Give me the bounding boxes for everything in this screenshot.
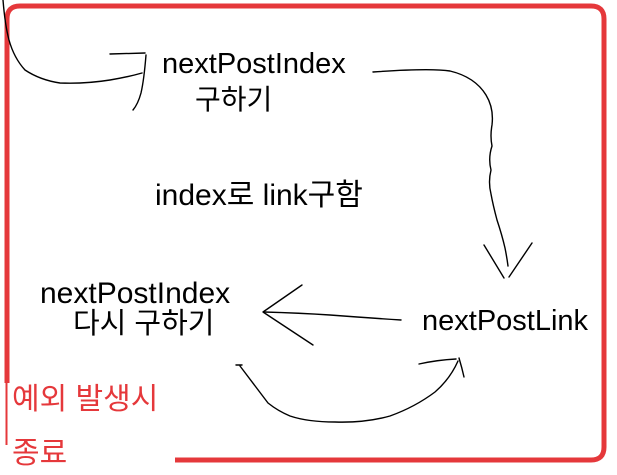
red-border-frame — [4, 3, 607, 463]
exception-note-line2: 종료 — [12, 437, 68, 470]
exception-note-line1: 예외 발생시 — [12, 383, 159, 416]
loop-back-curve — [235, 360, 459, 423]
node-get-link-label: index로 link구함 — [155, 179, 363, 212]
node-get-index-line1: nextPostIndex — [162, 48, 346, 80]
loop-back-arrowhead — [418, 357, 465, 378]
node-retry-index-line1: nextPostIndex — [40, 277, 231, 310]
get-link-flow-curve — [372, 69, 509, 267]
get-link-flow-arrowhead — [483, 242, 533, 279]
entry-arrow-curve — [2, 0, 143, 84]
node-get-index-line2: 구하기 — [195, 84, 273, 115]
retry-flow-shaft — [263, 311, 402, 321]
entry-arrow-head — [109, 52, 147, 111]
node-retry-index-line2: 다시 구하기 — [73, 308, 215, 340]
retry-flow-arrowhead — [262, 284, 314, 346]
node-next-post-link-label: nextPostLink — [422, 305, 589, 337]
